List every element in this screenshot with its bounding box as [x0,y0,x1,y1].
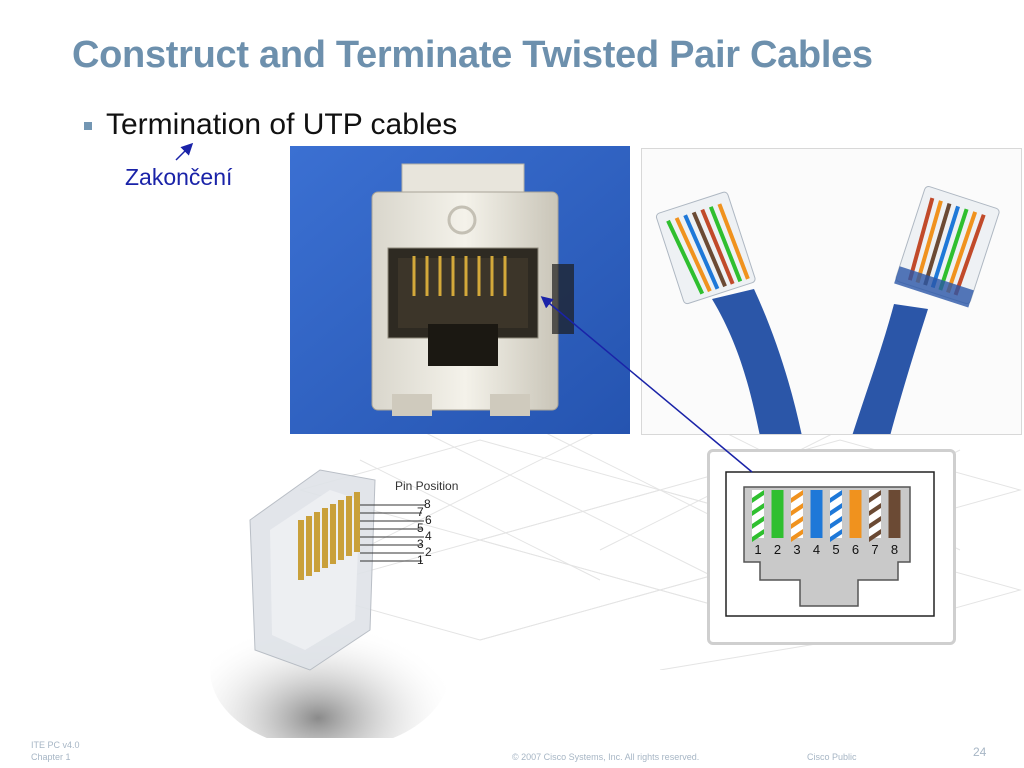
wire-stripe [830,490,842,503]
pin-label: 4 [425,529,432,543]
wire-stripe [791,503,803,516]
wire-stripe [869,529,881,542]
rj45-pin-diagram [210,469,450,738]
wire-6 [849,490,862,538]
pin-label: 5 [417,521,424,535]
wire-stripe [752,490,764,503]
wire-stripe [869,516,881,529]
wire-stripe [869,503,881,516]
slide-title: Construct and Terminate Twisted Pair Cab… [72,34,873,76]
page-number: 24 [973,745,987,759]
pin-position-heading: Pin Position [395,479,459,493]
pin-number: 7 [871,542,878,557]
footer-course: ITE PC v4.0 Chapter 1 [31,739,80,763]
footer-course-name: ITE PC v4.0 [31,740,80,750]
wire-stripe [752,529,764,542]
keystone-jack-photo [290,146,630,434]
pin-number: 3 [793,542,800,557]
wire-stripe [791,490,803,503]
rj45-plug-icon [655,185,1000,434]
pin-number: 2 [774,542,781,557]
pin-label: 3 [417,537,424,551]
pin-number: 1 [754,542,761,557]
annotation-label: Zakončení [125,164,233,190]
pin-number: 4 [813,542,820,557]
wire-4 [810,490,823,538]
wire-stripe [791,529,803,542]
keystone-jack-icon [290,146,630,434]
bullet-text: Termination of UTP cables [106,108,458,141]
wire-stripe [869,490,881,503]
wire-stripe [830,503,842,516]
wire-8 [888,490,901,538]
wire-stripe [752,516,764,529]
pin-label: 1 [417,553,424,567]
wire-stripe [830,529,842,542]
footer-classification: Cisco Public [807,752,857,762]
pin-label: 2 [425,545,432,559]
square-bullet-icon [84,122,92,130]
pin-number: 8 [891,542,898,557]
wire-stripe [830,516,842,529]
plug-pin-position-photo [210,460,490,738]
pin-number: 6 [852,542,859,557]
pin-number: 5 [832,542,839,557]
pin-label: 8 [424,497,431,511]
pin-label: 7 [417,505,424,519]
rj45-plugs-photo [641,148,1022,435]
footer-chapter: Chapter 1 [31,752,71,762]
annotation-arrow [175,142,194,161]
wire-stripe [752,503,764,516]
wire-2 [771,490,784,538]
wire-stripe [791,516,803,529]
footer-copyright: © 2007 Cisco Systems, Inc. All rights re… [512,752,700,762]
pin-label: 6 [425,513,432,527]
bullet-item: Termination of UTP cables [84,108,457,142]
